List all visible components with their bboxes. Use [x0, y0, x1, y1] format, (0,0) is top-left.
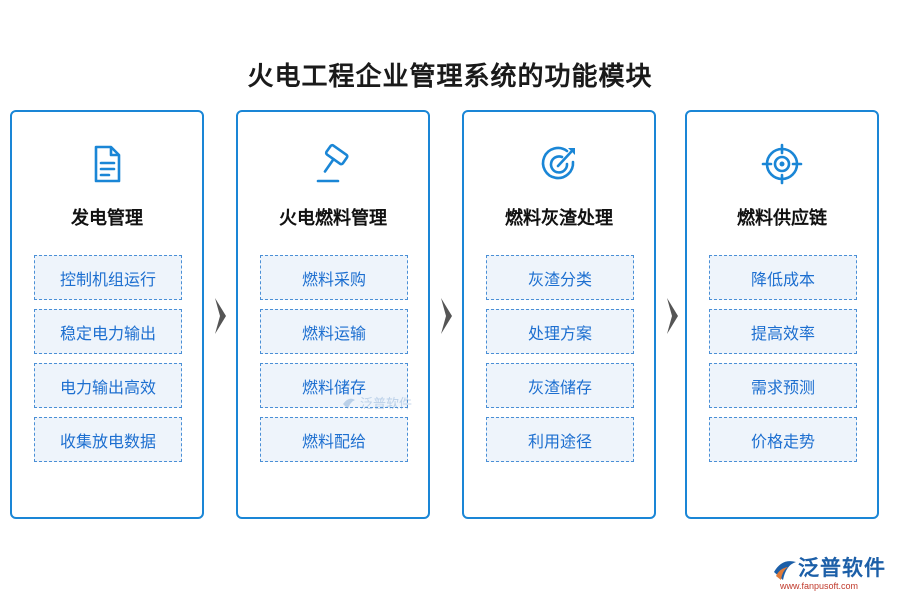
brand-logo: 泛普软件 www.fanpusoft.com [770, 552, 895, 596]
brand-url[interactable]: www.fanpusoft.com [780, 581, 859, 591]
watermark-text: 泛普软件 [360, 396, 413, 411]
module-item: 燃料储存 [260, 363, 408, 408]
document-icon [85, 142, 129, 186]
module-item: 处理方案 [486, 309, 634, 354]
module-item: 燃料采购 [260, 255, 408, 300]
module-item: 利用途径 [486, 417, 634, 462]
module-item: 燃料运输 [260, 309, 408, 354]
watermark-logo-icon [343, 398, 355, 409]
module-item: 提高效率 [709, 309, 857, 354]
module-item: 需求预测 [709, 363, 857, 408]
chevron-right-icon [212, 296, 228, 336]
module-fuel-management: 火电燃料管理 燃料采购 燃料运输 燃料储存 燃料配给 [236, 110, 430, 519]
module-item: 稳定电力输出 [34, 309, 182, 354]
module-item: 控制机组运行 [34, 255, 182, 300]
watermark: 泛普软件 [340, 393, 412, 412]
module-item: 降低成本 [709, 255, 857, 300]
brand-name: 泛普软件 [798, 557, 886, 580]
chevron-right-icon [438, 296, 454, 336]
module-item: 价格走势 [709, 417, 857, 462]
module-item: 燃料配给 [260, 417, 408, 462]
module-title: 燃料供应链 [737, 208, 827, 229]
module-fuel-supply-chain: 燃料供应链 降低成本 提高效率 需求预测 价格走势 [685, 110, 879, 519]
module-title: 燃料灰渣处理 [505, 208, 613, 229]
module-title: 发电管理 [71, 208, 143, 229]
crosshair-icon [760, 142, 804, 186]
module-item: 灰渣储存 [486, 363, 634, 408]
module-item: 收集放电数据 [34, 417, 182, 462]
module-item: 灰渣分类 [486, 255, 634, 300]
module-item: 电力输出高效 [34, 363, 182, 408]
module-title: 火电燃料管理 [279, 208, 387, 229]
target-arrow-icon [537, 142, 581, 186]
diagram-title: 火电工程企业管理系统的功能模块 [247, 62, 653, 92]
hammer-icon [311, 142, 355, 186]
module-ash-processing: 燃料灰渣处理 灰渣分类 处理方案 灰渣储存 利用途径 [462, 110, 656, 519]
brand-logo-icon [774, 561, 796, 580]
module-power-generation: 发电管理 控制机组运行 稳定电力输出 电力输出高效 收集放电数据 [10, 110, 204, 519]
chevron-right-icon [664, 296, 680, 336]
